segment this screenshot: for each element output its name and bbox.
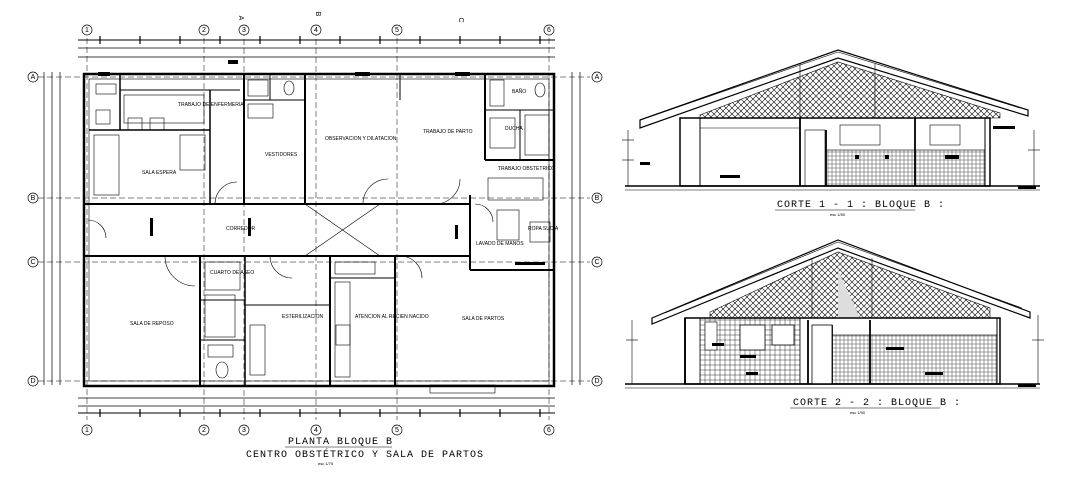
plan-subtitle: CENTRO OBSTÉTRICO Y SALA DE PARTOS <box>246 447 484 461</box>
axis-label-3-top: 3 <box>242 27 246 34</box>
room-atencion-rn: ATENCION AL RECIEN NACIDO <box>355 314 429 320</box>
section-2-title: CORTE 2 - 2 : BLOQUE B : <box>793 398 961 409</box>
axis-label-4-top: 4 <box>314 27 318 34</box>
axis-label-b-left: B <box>31 195 36 202</box>
room-ropa-sucia: ROPA SUCIA <box>528 226 559 232</box>
section-1-1 <box>622 49 1040 191</box>
floor-plan <box>38 30 590 420</box>
room-corredor: CORREDOR <box>226 226 256 232</box>
axis-label-5-top: 5 <box>395 27 399 34</box>
axis-label-c-right: C <box>594 259 599 266</box>
axis-label-6-top: 6 <box>547 27 551 34</box>
room-trabajo-enfermeria: TRABAJO DE ENFERMERIA <box>178 102 244 108</box>
plan-title: PLANTA BLOQUE B <box>288 437 393 448</box>
room-sala-partos: SALA DE PARTOS <box>462 316 505 322</box>
room-esterilizacion: ESTERILIZACION <box>282 314 324 320</box>
axis-label-a-left: A <box>31 74 36 81</box>
section-marker-b: B <box>314 12 321 17</box>
room-lavado-manos: LAVADO DE MANOS <box>476 241 524 247</box>
axis-label-1-top: 1 <box>85 27 89 34</box>
section-2-2 <box>625 239 1044 389</box>
axis-label-5-bottom: 5 <box>395 427 399 434</box>
room-bano: BAÑO <box>512 88 526 95</box>
room-labels: TRABAJO DE ENFERMERIA VESTIDORES OBSERVA… <box>130 88 559 327</box>
room-trabajo-parto: TRABAJO DE PARTO <box>423 129 473 135</box>
axis-label-1-bottom: 1 <box>85 427 89 434</box>
room-ducha: DUCHA <box>505 126 523 132</box>
axis-label-6-bottom: 6 <box>547 427 551 434</box>
axis-label-2-bottom: 2 <box>202 427 206 434</box>
axis-label-3-bottom: 3 <box>242 427 246 434</box>
axis-label-b-right: B <box>595 195 600 202</box>
plan-scale: esc 1/75 <box>318 461 334 466</box>
axis-label-c-left: C <box>30 259 35 266</box>
axis-label-2-top: 2 <box>202 27 206 34</box>
room-sala-reposo: SALA DE REPOSO <box>130 321 174 327</box>
section-marker-a: A <box>237 16 244 21</box>
room-observacion: OBSERVACION Y DILATACION <box>325 136 397 142</box>
axis-label-d-left: D <box>30 378 35 385</box>
section-1-scale: esc 1/50 <box>830 212 846 217</box>
axis-label-d-right: D <box>594 378 599 385</box>
axis-labels: 1 2 3 4 5 6 1 2 3 4 5 6 A B C D A B C D … <box>30 12 599 434</box>
axis-label-a-right: A <box>595 74 600 81</box>
axis-bubbles-top <box>27 24 603 436</box>
section-2-scale: esc 1/50 <box>850 410 866 415</box>
room-sala-espera: SALA ESPERA <box>142 170 177 176</box>
room-cuarto-aseo: CUARTO DE ASEO <box>210 270 254 276</box>
room-trabajo-obstetrico: TRABAJO OBSTETRICO <box>498 166 555 172</box>
section-marker-c: C <box>457 17 464 22</box>
axis-label-4-bottom: 4 <box>314 427 318 434</box>
room-vestidores: VESTIDORES <box>265 152 298 158</box>
section-1-title: CORTE 1 - 1 : BLOQUE B : <box>777 200 945 211</box>
